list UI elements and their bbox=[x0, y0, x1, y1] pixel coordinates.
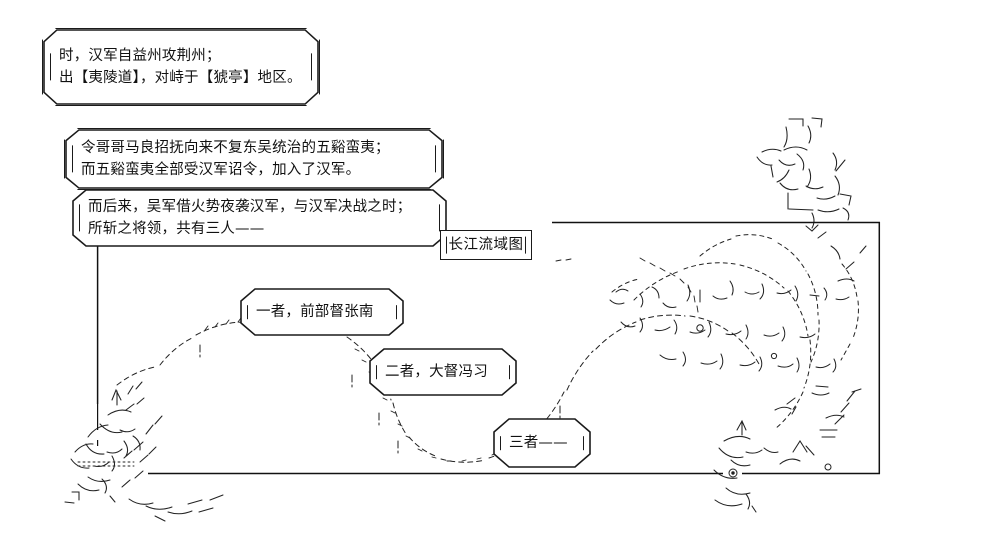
narration-box-3-line-1: 而后来，吴军借火势夜袭汉军，与汉军决战之时； bbox=[88, 199, 412, 215]
narration-box-2-line-2: 而五谿蛮夷全部受汉军诏令，加入了汉军。 bbox=[81, 162, 361, 178]
map-title-text: 长江流域图 bbox=[448, 236, 524, 253]
callout-3-text: 三者—— bbox=[509, 435, 568, 451]
label-tick-right bbox=[525, 236, 526, 254]
callout-2-text: 二者，大督冯习 bbox=[385, 364, 488, 380]
narration-box-2-line-1: 令哥哥马良招抚向来不复东吴统治的五谿蛮夷； bbox=[81, 140, 390, 156]
narration-box-2: 令哥哥马良招抚向来不复东吴统治的五谿蛮夷； 而五谿蛮夷全部受汉军诏令，加入了汉军… bbox=[64, 128, 444, 190]
narration-box-1: 时，汉军自益州攻荆州； 出【夷陵道】，对峙于【猇亭】地区。 bbox=[42, 28, 320, 106]
callout-bubble-1: 一者，前部督张南 bbox=[240, 288, 404, 336]
callout-bubble-2: 二者，大督冯习 bbox=[369, 348, 517, 396]
narration-box-3-line-2: 所斩之将领，共有三人—— bbox=[88, 221, 265, 237]
callout-1-text: 一者，前部督张南 bbox=[256, 304, 374, 320]
label-tick-left bbox=[446, 236, 447, 254]
narration-box-3: 而后来，吴军借火势夜袭汉军，与汉军决战之时； 所斩之将领，共有三人—— bbox=[72, 189, 447, 247]
narration-box-1-line-2: 出【夷陵道】，对峙于【猇亭】地区。 bbox=[59, 70, 302, 86]
map-title-label: 长江流域图 bbox=[440, 230, 532, 260]
callout-bubble-3: 三者—— bbox=[493, 418, 591, 468]
narration-box-1-line-1: 时，汉军自益州攻荆州； bbox=[59, 48, 221, 64]
